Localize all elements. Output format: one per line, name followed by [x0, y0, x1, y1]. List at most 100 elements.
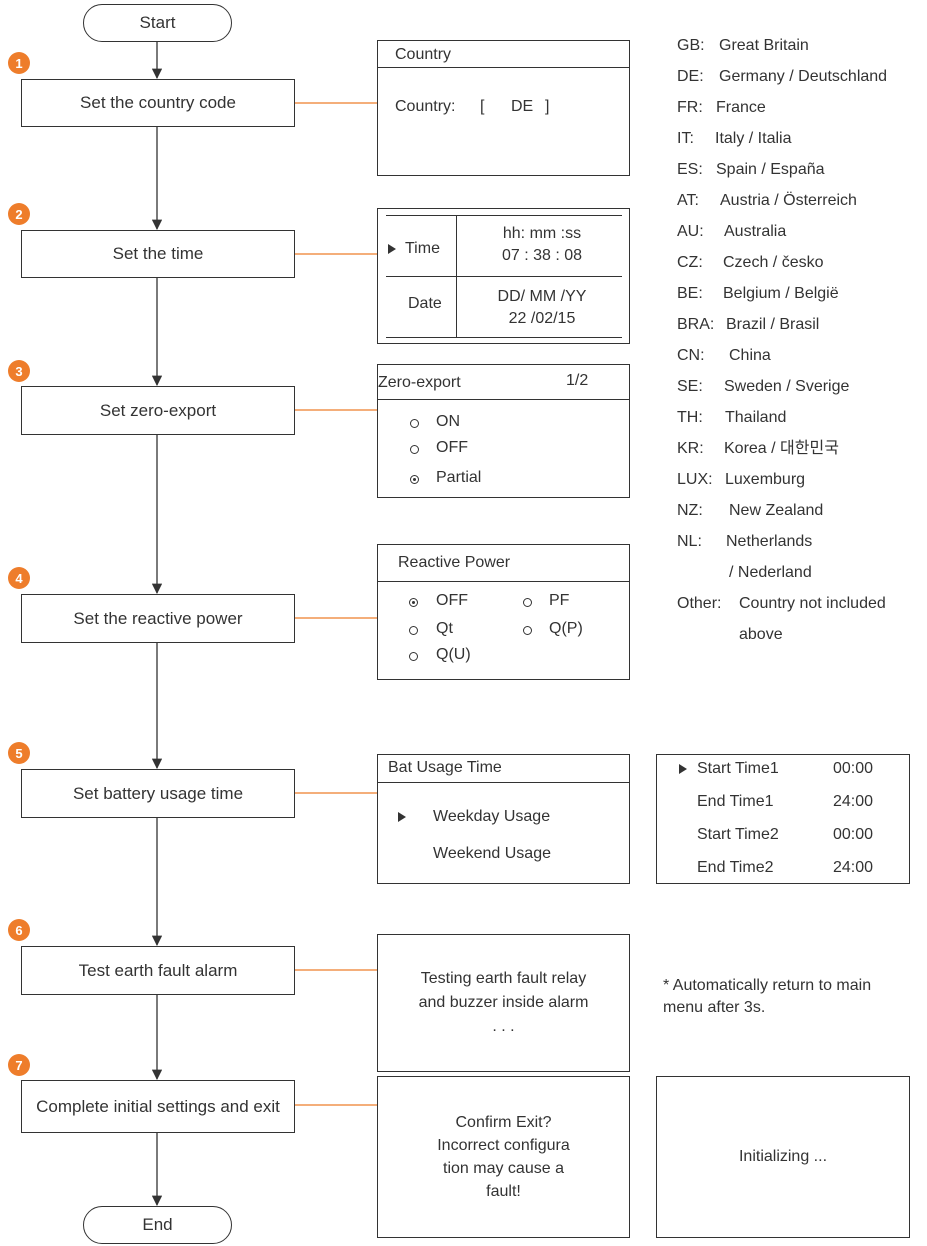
selection-arrow-icon: [398, 812, 406, 822]
earth-fault-note: * Automatically return to main menu afte…: [663, 977, 872, 1016]
divider: [378, 399, 629, 400]
time-label: Time: [405, 240, 440, 257]
zero-export-panel: Zero-export 1/2 ON OFF Partial: [377, 364, 630, 498]
step-label: Set the reactive power: [73, 608, 243, 628]
country-name: Austria / Österreich: [720, 192, 857, 209]
earth-fault-message: Testing earth fault relay and buzzer ins…: [418, 970, 589, 1035]
step-number-badge: 6: [8, 919, 30, 941]
time-slot-value: 24:00: [833, 859, 874, 876]
step-number-badge: 4: [8, 567, 30, 589]
country-code: AT:: [677, 192, 699, 209]
radio-icon: [409, 652, 418, 661]
reactive-power-panel: Reactive Power OFF PF Qt Q(P) Q(U): [377, 544, 630, 680]
confirm-exit-message: Confirm Exit? Incorrect configura tion m…: [437, 1114, 570, 1200]
radio-icon: [523, 626, 532, 635]
time-slot-value: 00:00: [833, 826, 874, 843]
panel-title: Bat Usage Time: [388, 759, 502, 776]
open-bracket: [: [480, 98, 485, 115]
bat-times-panel: Start Time1 00:00 End Time1 24:00 Start …: [656, 754, 910, 884]
divider: [378, 581, 629, 582]
start-label: Start: [139, 13, 176, 32]
time-slot-label: Start Time2: [697, 826, 779, 843]
country-name: above: [739, 626, 783, 643]
country-name: New Zealand: [729, 502, 824, 519]
panel-title: Country: [395, 46, 452, 63]
step-label: Set zero-export: [99, 400, 217, 420]
option-label: Qt: [436, 620, 453, 637]
menu-item: Weekday Usage: [433, 808, 551, 825]
country-code: KR:: [677, 440, 704, 457]
country-code: LUX:: [677, 471, 713, 488]
initializing-panel: Initializing ...: [656, 1076, 910, 1238]
time-slot-label: End Time2: [697, 859, 774, 876]
option-label: Partial: [436, 469, 482, 486]
country-code: FR:: [677, 99, 703, 116]
divider: [386, 337, 622, 338]
country-code: BRA:: [677, 316, 715, 333]
option-label: Q(U): [436, 646, 471, 663]
country-code: CZ:: [677, 254, 703, 271]
end-node: End: [83, 1206, 232, 1244]
selection-arrow-icon: [679, 764, 687, 774]
time-slot-label: Start Time1: [697, 760, 779, 777]
option-label: OFF: [436, 439, 468, 456]
option-label: Q(P): [549, 620, 583, 637]
country-name: Italy / Italia: [715, 130, 792, 147]
country-code: NL:: [677, 533, 702, 550]
country-code: BE:: [677, 285, 703, 302]
country-name: Brazil / Brasil: [726, 316, 820, 333]
step-country-code: Set the country code: [21, 79, 295, 127]
time-slot-label: End Time1: [697, 793, 774, 810]
step-number-badge: 7: [8, 1054, 30, 1076]
radio-selected-icon: [410, 475, 419, 484]
option-label: OFF: [436, 592, 468, 609]
country-name: France: [716, 99, 766, 116]
country-code: CN:: [677, 347, 705, 364]
country-code: TH:: [677, 409, 703, 426]
option-label: ON: [436, 413, 460, 430]
country-code: SE:: [677, 378, 703, 395]
step-label: Complete initial settings and exit: [36, 1096, 280, 1116]
time-panel: Time hh: mm :ss 07 : 38 : 08 Date DD/ MM…: [377, 208, 630, 344]
divider: [378, 782, 629, 783]
step-complete-exit: Complete initial settings and exit: [21, 1080, 295, 1133]
panel-title: Reactive Power: [398, 554, 511, 571]
country-code: Other:: [677, 595, 722, 612]
step-label: Set battery usage time: [72, 783, 244, 803]
country-value: DE: [511, 98, 534, 115]
country-name: Korea / 대한민국: [724, 440, 839, 457]
step-time: Set the time: [21, 230, 295, 278]
menu-item: Weekend Usage: [433, 845, 551, 862]
country-name: China: [729, 347, 771, 364]
radio-selected-icon: [409, 598, 418, 607]
radio-icon: [409, 626, 418, 635]
step-earth-fault: Test earth fault alarm: [21, 946, 295, 995]
divider: [386, 215, 622, 216]
time-slot-value: 24:00: [833, 793, 874, 810]
country-code: GB:: [677, 37, 705, 54]
date-label: Date: [408, 295, 442, 312]
time-format: hh: mm :ss: [502, 225, 582, 242]
step-number-badge: 2: [8, 203, 30, 225]
end-label: End: [142, 1215, 173, 1234]
selection-arrow-icon: [388, 244, 396, 254]
step-number-badge: 3: [8, 360, 30, 382]
country-name: Country not included: [739, 595, 886, 612]
page-indicator: 1/2: [566, 372, 589, 389]
country-name: Sweden / Sverige: [724, 378, 850, 395]
country-name: / Nederland: [729, 564, 812, 581]
time-value: 07 : 38 : 08: [501, 247, 583, 264]
date-value: 22 /02/15: [508, 310, 576, 327]
country-code: AU:: [677, 223, 704, 240]
confirm-exit-panel: Confirm Exit? Incorrect configura tion m…: [377, 1076, 630, 1238]
initializing-message: Initializing ...: [738, 1148, 828, 1165]
start-node: Start: [83, 4, 232, 42]
step-label: Set the country code: [80, 93, 236, 112]
panel-title: Zero-export: [378, 374, 461, 391]
radio-icon: [410, 445, 419, 454]
radio-icon: [410, 419, 419, 428]
country-name: Spain / España: [716, 161, 825, 178]
country-name: Netherlands: [726, 533, 813, 550]
divider: [386, 276, 622, 277]
